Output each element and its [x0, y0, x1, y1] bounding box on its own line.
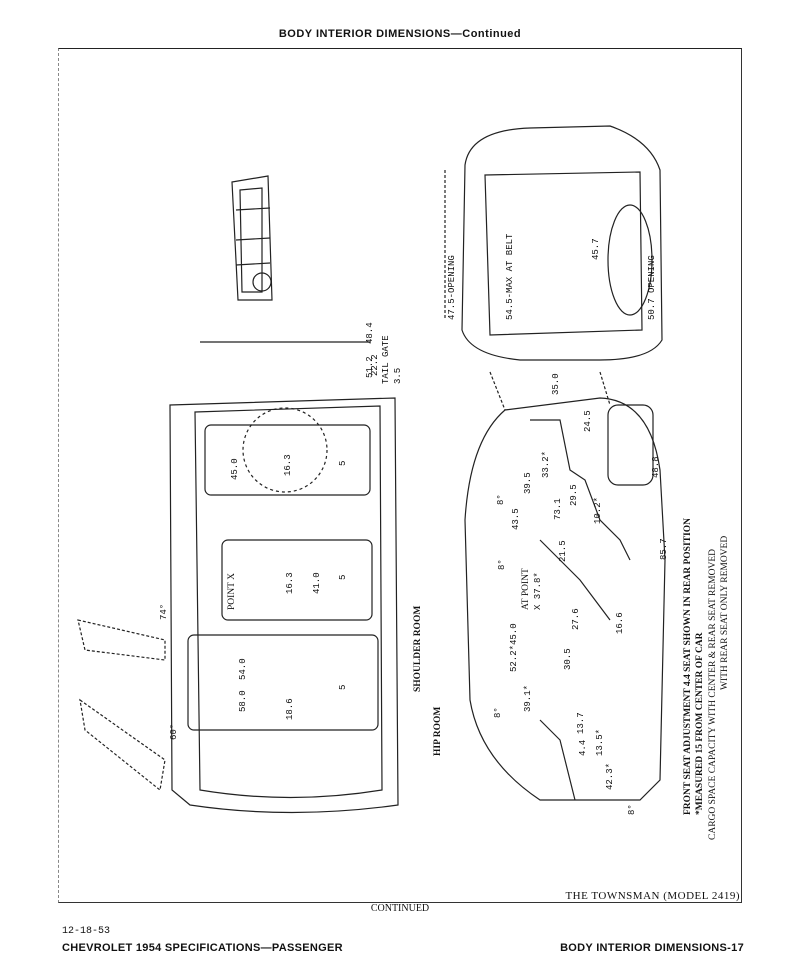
footer-right: BODY INTERIOR DIMENSIONS-17 — [560, 942, 744, 954]
date-label: 12-18-53 — [62, 926, 111, 937]
side-label-1: 24.5 — [583, 410, 593, 432]
side-label-22: 13.5* — [595, 729, 605, 756]
rear-label-width: 45.7 — [591, 238, 601, 260]
plan-label-tailgate: TAIL GATE — [381, 335, 391, 384]
plan-label-163a: 16.3 — [283, 454, 293, 476]
note-cargo-rear: WITH REAR SEAT ONLY REMOVED — [720, 536, 730, 690]
plan-label-540: 54.0 — [238, 658, 248, 680]
note-measured: *MEASURED 15 FROM CENTER OF CAR — [695, 632, 705, 815]
continued-label: CONTINUED — [370, 903, 430, 914]
side-label-6: 29.5 — [569, 484, 579, 506]
side-label-13: X 37.8* — [533, 572, 543, 610]
note-seat-adjustment: FRONT SEAT ADJUSTMENT 4.4 SEAT SHOWN IN … — [683, 518, 693, 815]
side-label-14: 52.2*45.0 — [509, 623, 519, 672]
plan-label-22: 22.2 — [370, 354, 380, 376]
side-label-23: 42.3* — [605, 763, 615, 790]
side-label-25: 85.7 — [659, 538, 669, 560]
rear-label-opening-2: 50.7 OPENING — [647, 255, 657, 320]
plan-label-5c: 5 — [338, 685, 348, 690]
rear-label-max-belt: 54.5-MAX AT BELT — [505, 233, 515, 320]
plan-label-74deg: 74° — [159, 604, 169, 620]
rear-view-outline — [444, 125, 663, 361]
side-label-3: 39.5 — [523, 472, 533, 494]
side-label-10: 21.5 — [558, 540, 568, 562]
footer-left: CHEVROLET 1954 SPECIFICATIONS—PASSENGER — [62, 942, 343, 954]
side-label-20: 13.7 — [576, 712, 586, 734]
plan-label-shoulder-room: SHOULDER ROOM — [413, 606, 423, 692]
plan-label-186: 18.6 — [285, 698, 295, 720]
side-label-5: 43.5 — [511, 508, 521, 530]
side-view-outline — [464, 371, 666, 801]
side-label-15: 27.6 — [571, 608, 581, 630]
plan-label-35: 3.5 — [393, 368, 403, 384]
plan-label-450: 45.0 — [230, 458, 240, 480]
plan-view-outline — [77, 341, 399, 814]
side-label-9: 48.8 — [651, 456, 661, 478]
side-label-2: 33.2* — [541, 451, 551, 478]
plan-label-hip-room: HIP ROOM — [433, 707, 443, 756]
side-label-12: AT POINT — [521, 568, 531, 610]
rear-label-opening: 47.5-OPENING — [447, 255, 457, 320]
plan-label-5b: 5 — [338, 575, 348, 580]
plan-label-410: 41.0 — [312, 572, 322, 594]
plan-label-484: 48.4 — [365, 322, 375, 344]
side-label-8: 10.2* — [593, 497, 603, 524]
drawing-frame — [58, 48, 742, 903]
side-label-0: 35.0 — [551, 373, 561, 395]
side-label-17: 30.5 — [563, 648, 573, 670]
side-label-7: 73.1 — [553, 498, 563, 520]
side-label-24: 8° — [627, 804, 637, 815]
side-label-18: 8° — [493, 707, 503, 718]
car-thumbnail — [231, 175, 273, 301]
plan-label-5a: 5 — [338, 461, 348, 466]
model-caption: THE TOWNSMAN (MODEL 2419) — [565, 890, 740, 902]
side-label-4: 8° — [496, 494, 506, 505]
plan-label-580: 58.0 — [238, 690, 248, 712]
plan-label-163b: 16.3 — [285, 572, 295, 594]
side-label-16: 16.6 — [615, 612, 625, 634]
plan-label-point-x: POINT X — [227, 573, 237, 610]
note-cargo-capacity: CARGO SPACE CAPACITY WITH CENTER & REAR … — [708, 549, 718, 840]
side-label-11: 8° — [497, 559, 507, 570]
side-label-21: 4.4 — [578, 740, 588, 756]
page-header: BODY INTERIOR DIMENSIONS—Continued — [278, 28, 522, 40]
side-label-19: 39.1* — [523, 685, 533, 712]
plan-label-512: 51.2 — [365, 356, 375, 378]
plan-label-60deg: 60° — [169, 724, 179, 740]
